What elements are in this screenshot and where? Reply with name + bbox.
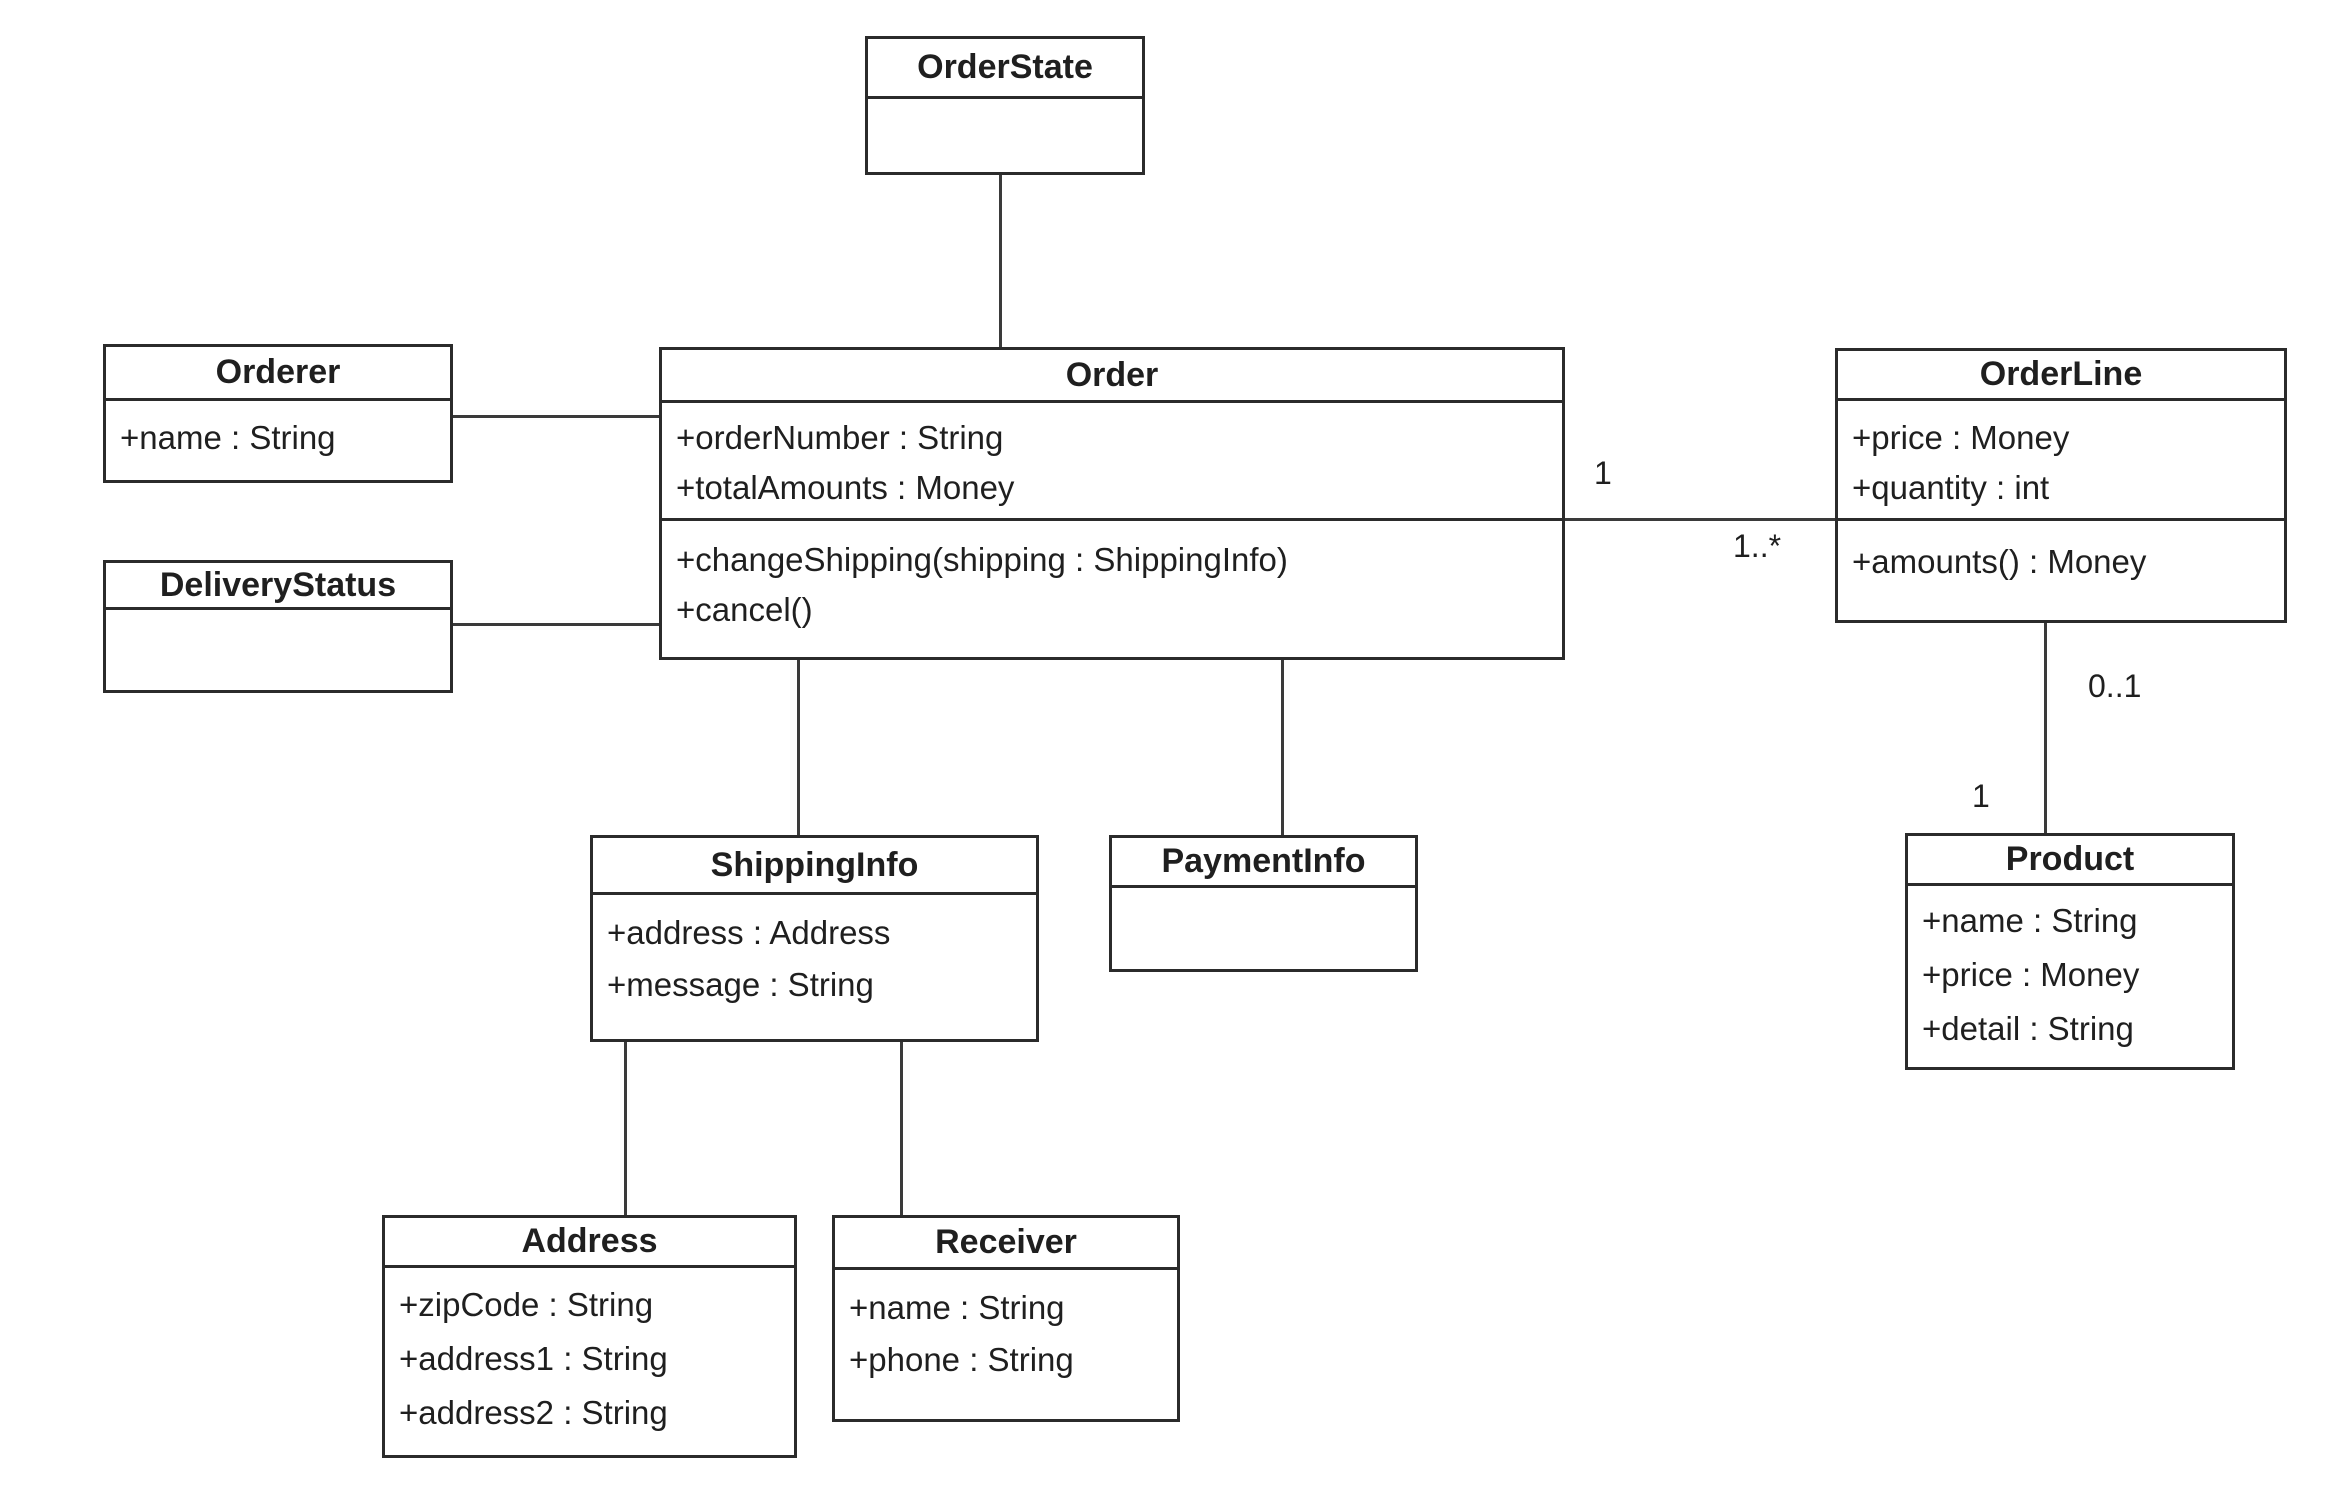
receiver-attributes: +name : String +phone : String xyxy=(835,1270,1177,1386)
class-title-order: Order xyxy=(662,350,1562,403)
association-shippinginfo-address-line xyxy=(624,1042,627,1215)
attribute: +address1 : String xyxy=(399,1340,668,1377)
class-title-orderline: OrderLine xyxy=(1838,351,2284,401)
attribute: +zipCode : String xyxy=(399,1286,654,1323)
class-title-receiver: Receiver xyxy=(835,1218,1177,1270)
shippinginfo-attributes: +address : Address +message : String xyxy=(593,895,1036,1011)
class-box-product: Product +name : String +price : Money +d… xyxy=(1905,833,2235,1070)
class-box-deliverystatus: DeliveryStatus xyxy=(103,560,453,693)
orderline-attributes: +price : Money +quantity : int xyxy=(1838,401,2284,518)
class-title-product: Product xyxy=(1908,836,2232,886)
attribute: +totalAmounts : Money xyxy=(676,469,1015,506)
attribute: +name : String xyxy=(1922,902,2138,939)
orderer-attributes: +name : String xyxy=(106,401,450,463)
multiplicity-orderline-end: 1..* xyxy=(1733,528,1782,564)
attribute: +phone : String xyxy=(849,1341,1074,1378)
attribute: +address : Address xyxy=(607,914,891,951)
attribute: +price : Money xyxy=(1922,956,2140,993)
association-shippinginfo-receiver-line xyxy=(900,1042,903,1215)
product-attributes: +name : String +price : Money +detail : … xyxy=(1908,886,2232,1056)
association-order-orderline-line xyxy=(1565,518,1835,521)
association-deliverystatus-order-line xyxy=(453,623,659,626)
operation: +cancel() xyxy=(676,591,813,628)
attribute: +name : String xyxy=(120,419,336,456)
attribute: +orderNumber : String xyxy=(676,419,1004,456)
attribute: +message : String xyxy=(607,966,874,1003)
class-box-order: Order +orderNumber : String +totalAmount… xyxy=(659,347,1565,660)
association-orderstate-order-line xyxy=(999,175,1002,347)
class-box-receiver: Receiver +name : String +phone : String xyxy=(832,1215,1180,1422)
attribute: +quantity : int xyxy=(1852,469,2050,506)
association-orderer-order-line xyxy=(453,415,659,418)
class-box-shippinginfo: ShippingInfo +address : Address +message… xyxy=(590,835,1039,1042)
address-attributes: +zipCode : String +address1 : String +ad… xyxy=(385,1268,794,1440)
class-box-address: Address +zipCode : String +address1 : St… xyxy=(382,1215,797,1458)
attribute: +address2 : String xyxy=(399,1394,668,1431)
operation: +changeShipping(shipping : ShippingInfo) xyxy=(676,541,1288,578)
multiplicity-orderline-product-end: 0..1 xyxy=(2088,668,2142,704)
class-title-deliverystatus: DeliveryStatus xyxy=(106,563,450,610)
class-box-orderer: Orderer +name : String xyxy=(103,344,453,483)
operation: +amounts() : Money xyxy=(1852,543,2147,580)
association-order-shippinginfo-line xyxy=(797,660,800,835)
attribute: +name : String xyxy=(849,1289,1065,1326)
multiplicity-order-end: 1 xyxy=(1594,455,1612,491)
class-box-orderline: OrderLine +price : Money +quantity : int… xyxy=(1835,348,2287,623)
class-title-shippinginfo: ShippingInfo xyxy=(593,838,1036,895)
order-operations: +changeShipping(shipping : ShippingInfo)… xyxy=(662,518,1562,635)
class-box-paymentinfo: PaymentInfo xyxy=(1109,835,1418,972)
class-title-orderer: Orderer xyxy=(106,347,450,401)
order-attributes: +orderNumber : String +totalAmounts : Mo… xyxy=(662,403,1562,518)
attribute: +price : Money xyxy=(1852,419,2070,456)
class-title-address: Address xyxy=(385,1218,794,1268)
attribute: +detail : String xyxy=(1922,1010,2134,1047)
class-box-orderstate: OrderState xyxy=(865,36,1145,175)
multiplicity-product-end: 1 xyxy=(1972,778,1990,814)
association-order-paymentinfo-line xyxy=(1281,660,1284,835)
association-orderline-product-line xyxy=(2044,623,2047,833)
class-title-paymentinfo: PaymentInfo xyxy=(1112,838,1415,888)
class-title-orderstate: OrderState xyxy=(868,39,1142,99)
orderline-operations: +amounts() : Money xyxy=(1838,518,2284,587)
